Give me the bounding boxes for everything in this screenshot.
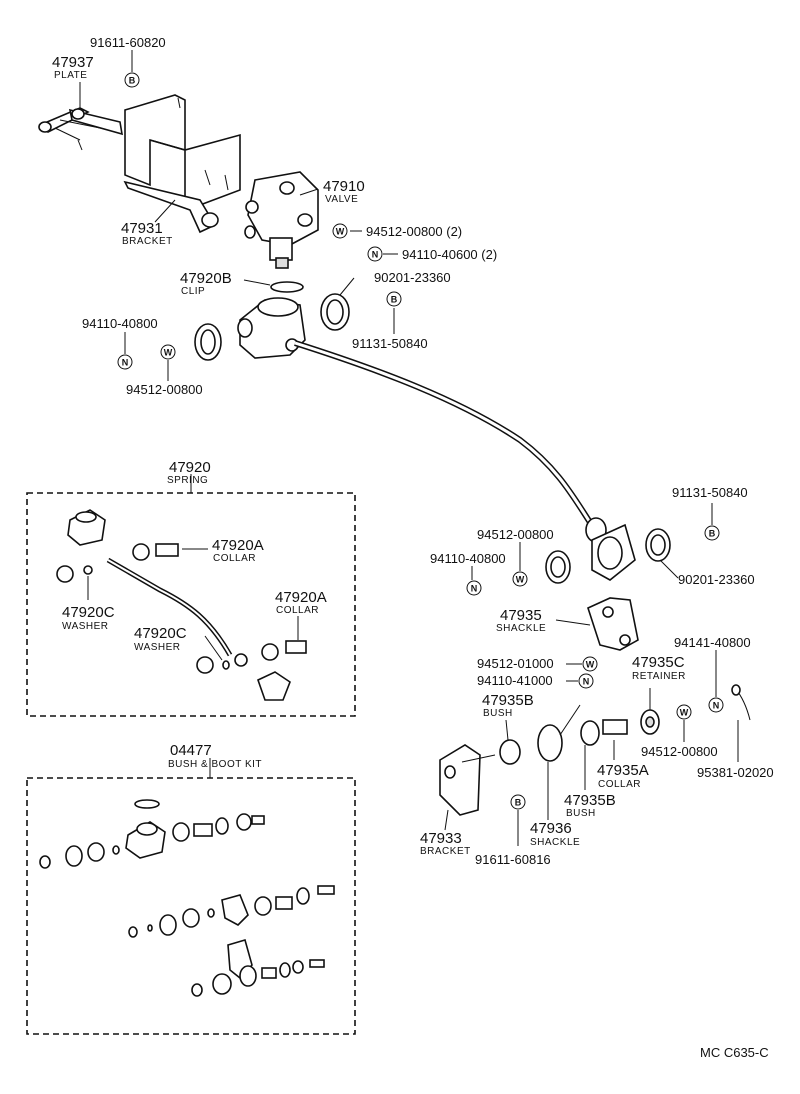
washer-symbol-4: W [582, 656, 598, 672]
svg-text:B: B [129, 76, 136, 86]
name-clip: CLIP [181, 286, 205, 297]
label-47935a: 47935A [597, 762, 649, 779]
label-94110-40800-mid: 94110-40800 [430, 551, 506, 566]
valve-drawing [244, 171, 319, 269]
washer-symbol-5: W [676, 704, 692, 720]
name-collar-1: COLLAR [213, 553, 256, 564]
name-plate: PLATE [54, 70, 87, 81]
svg-text:N: N [583, 677, 590, 687]
svg-text:W: W [516, 575, 525, 585]
name-valve: VALVE [325, 194, 358, 205]
svg-text:B: B [709, 529, 716, 539]
label-90201-23360-right: 90201-23360 [678, 572, 755, 587]
bolt-symbol-1: B [124, 72, 140, 88]
name-shackle-1: SHACKLE [496, 623, 546, 634]
label-47920: 47920 [169, 459, 211, 476]
svg-text:W: W [680, 708, 689, 718]
label-47937: 47937 [52, 54, 94, 71]
washer-symbol-1: W [332, 223, 348, 239]
name-collar-2: COLLAR [276, 605, 319, 616]
label-91131-50840-right: 91131-50840 [672, 485, 748, 500]
plate-drawing [38, 107, 123, 151]
name-retainer: RETAINER [632, 671, 686, 682]
bracket-drawing [123, 94, 241, 234]
svg-text:N: N [372, 250, 379, 260]
bolt-symbol-3: B [704, 525, 720, 541]
name-spring: SPRING [167, 475, 208, 486]
label-94512-01000: 94512-01000 [477, 656, 554, 671]
label-47935: 47935 [500, 607, 542, 624]
name-bush-1: BUSH [483, 708, 513, 719]
svg-text:B: B [515, 798, 522, 808]
label-91131-50840-top: 91131-50840 [352, 336, 428, 351]
housing-drawing [237, 297, 306, 359]
svg-text:W: W [336, 227, 345, 237]
label-47935b-2: 47935B [564, 792, 616, 809]
nut-symbol-3: N [466, 580, 482, 596]
label-47920c-1: 47920C [62, 604, 115, 621]
reference-code: MC C635-C [700, 1045, 769, 1060]
svg-text:W: W [586, 660, 595, 670]
nut-symbol-5: N [708, 697, 724, 713]
label-47920a-2: 47920A [275, 589, 327, 606]
name-bush-2: BUSH [566, 808, 596, 819]
label-94110-41000: 94110-41000 [477, 673, 553, 688]
name-washer-1: WASHER [62, 621, 109, 632]
rod-end-drawing [585, 517, 636, 581]
label-47935c: 47935C [632, 654, 685, 671]
shackle-drawing [587, 597, 639, 651]
label-47910: 47910 [323, 178, 365, 195]
bolt-symbol-4: B [510, 794, 526, 810]
washer-symbol-3: W [512, 571, 528, 587]
spring-kit-parts [56, 509, 307, 701]
rod-outline [294, 340, 598, 532]
nut-symbol-2: N [117, 354, 133, 370]
label-47936: 47936 [530, 820, 572, 837]
label-04477: 04477 [170, 742, 212, 759]
name-washer-2: WASHER [134, 642, 181, 653]
clip-drawing [270, 281, 304, 293]
bush-boot-kit-parts [39, 799, 335, 997]
lower-right-parts [439, 684, 751, 816]
nut-symbol-1: N [367, 246, 383, 262]
svg-text:N: N [713, 701, 720, 711]
bush-boot-kit-box [26, 777, 356, 1035]
label-47933: 47933 [420, 830, 462, 847]
label-47931: 47931 [121, 220, 163, 237]
svg-text:N: N [471, 584, 478, 594]
label-94512-00800-low: 94512-00800 [641, 744, 718, 759]
label-91611-60820: 91611-60820 [90, 35, 166, 50]
name-collar-3: COLLAR [598, 779, 641, 790]
label-94512-00800-left: 94512-00800 [126, 382, 203, 397]
label-47935b-1: 47935B [482, 692, 534, 709]
svg-text:N: N [122, 358, 129, 368]
label-47920c-2: 47920C [134, 625, 187, 642]
label-91611-60816: 91611-60816 [475, 852, 551, 867]
label-94110-40600-2: 94110-40600 (2) [402, 247, 497, 262]
label-94141-40800: 94141-40800 [674, 635, 751, 650]
label-94512-00800-2: 94512-00800 (2) [366, 224, 462, 239]
svg-text:B: B [391, 295, 398, 305]
washer-symbol-2: W [160, 344, 176, 360]
leader-lines [79, 50, 739, 846]
name-bush-boot-kit: BUSH & BOOT KIT [168, 759, 262, 770]
name-shackle-2: SHACKLE [530, 837, 580, 848]
nut-symbol-4: N [578, 673, 594, 689]
name-bracket-2: BRACKET [420, 846, 471, 857]
label-47920a-1: 47920A [212, 537, 264, 554]
bolt-symbol-2: B [386, 291, 402, 307]
label-94512-00800-mid: 94512-00800 [477, 527, 554, 542]
svg-text:W: W [164, 348, 173, 358]
label-90201-23360-top: 90201-23360 [374, 270, 451, 285]
label-94110-40800-left: 94110-40800 [82, 316, 158, 331]
label-95381-02020: 95381-02020 [697, 765, 774, 780]
label-47920b: 47920B [180, 270, 232, 287]
name-bracket: BRACKET [122, 236, 173, 247]
